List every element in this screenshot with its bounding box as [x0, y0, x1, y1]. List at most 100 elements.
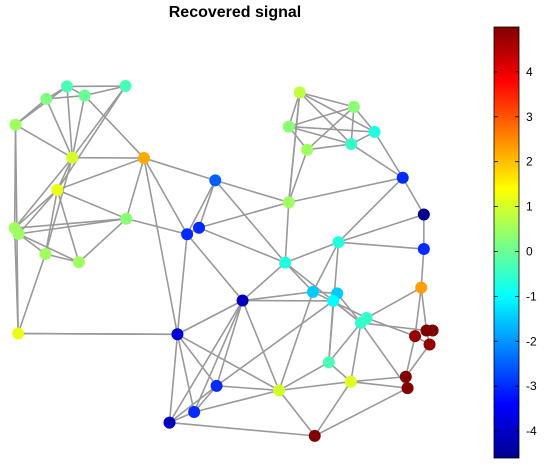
graph-edge [215, 179, 289, 204]
graph-node [399, 370, 412, 383]
graph-node [72, 256, 85, 269]
graph-nodes [8, 80, 439, 442]
graph-edge [373, 131, 404, 179]
colorbar-tick-label: -2 [526, 334, 537, 348]
graph-edge [15, 124, 73, 159]
graph-edge [242, 291, 314, 302]
graph-plot [8, 80, 439, 442]
graph-node [322, 356, 335, 369]
graph-edge [18, 217, 127, 235]
graph-edge [338, 241, 424, 250]
graph-node [193, 221, 205, 234]
graph-edge [143, 157, 188, 235]
graph-node [181, 228, 194, 241]
graph-edge [299, 91, 352, 145]
graph-edge [177, 333, 280, 392]
graph-node [12, 327, 25, 340]
graph-edge [71, 95, 86, 158]
graph-edge [18, 233, 80, 264]
graph-node [51, 183, 64, 196]
colorbar-tick-label: -3 [526, 379, 537, 393]
graph-edges [13, 85, 433, 437]
graph-edge [312, 241, 340, 293]
graph-node [327, 294, 340, 307]
graph-edge [13, 228, 19, 334]
chart-title: Recovered signal [168, 4, 302, 21]
graph-edge [284, 241, 339, 264]
graph-edge [288, 176, 403, 204]
graph-edge [284, 262, 314, 293]
graph-edge [336, 292, 362, 324]
graph-node [282, 196, 295, 209]
graph-edge [360, 322, 409, 389]
graph-node [417, 243, 430, 256]
graph-edge [216, 300, 334, 387]
graph-edge [14, 157, 73, 229]
graph-edge [168, 300, 244, 424]
graph-edge [242, 262, 286, 302]
graph-edge [215, 300, 244, 387]
graph-edge [306, 106, 355, 151]
graph-node [308, 429, 321, 442]
graph-edge [402, 177, 425, 215]
graph-edge [71, 85, 127, 159]
graph-node [282, 120, 295, 133]
colorbar-tick-label: 2 [526, 155, 533, 169]
graph-edge [143, 157, 179, 335]
graph-node [409, 330, 422, 343]
graph-edge [176, 333, 218, 387]
graph-edge [14, 217, 127, 229]
graph-node [344, 375, 357, 388]
graph-edge [45, 98, 74, 159]
graph-edge [241, 300, 280, 391]
graph-edge [198, 227, 286, 264]
graph-edge [44, 189, 59, 255]
colorbar-tick-label: -4 [526, 424, 537, 438]
graph-node [401, 382, 414, 395]
graph-edge [405, 336, 416, 377]
graph-edge [405, 344, 431, 378]
graph-node [426, 324, 439, 337]
graph-node [40, 92, 53, 105]
graph-node [279, 256, 292, 269]
graph-node [209, 174, 222, 187]
graph-node [12, 227, 25, 240]
graph-edge [177, 299, 243, 336]
graph-edge [350, 322, 362, 382]
graph-node [39, 247, 52, 260]
graph-node [417, 208, 430, 221]
colorbar-gradient [493, 26, 520, 459]
graph-edge [314, 381, 352, 437]
graph-edge [216, 385, 280, 392]
graph-node [423, 338, 436, 351]
graph-edge [66, 86, 74, 158]
graph-edge [17, 253, 47, 334]
graph-edge [337, 177, 404, 243]
graph-node [396, 171, 409, 184]
graph-node [332, 236, 345, 249]
graph-node [120, 212, 133, 225]
graph-edge [126, 217, 188, 236]
graph-edge [278, 361, 330, 392]
graph-edge [143, 157, 216, 182]
graph-edge [193, 389, 280, 413]
graph-edge [46, 94, 85, 100]
graph-edge [288, 106, 355, 128]
graph-edge [350, 380, 408, 389]
graph-edge [169, 385, 218, 424]
graph-edge [57, 189, 127, 220]
graph-edge [176, 234, 188, 335]
graph-edge [350, 143, 404, 179]
graph-edge [278, 380, 351, 392]
graph-edge [307, 143, 352, 151]
graph-node [354, 316, 367, 329]
graph-edge [366, 286, 422, 319]
graph-edge [186, 233, 244, 302]
graph-edge [288, 149, 308, 203]
graph-edge [278, 291, 314, 391]
graph-edge [350, 375, 406, 383]
graph-edge [314, 387, 408, 437]
graph-edge [44, 157, 74, 255]
colorbar-tick-label: 3 [526, 110, 533, 124]
graph-node [345, 138, 358, 151]
